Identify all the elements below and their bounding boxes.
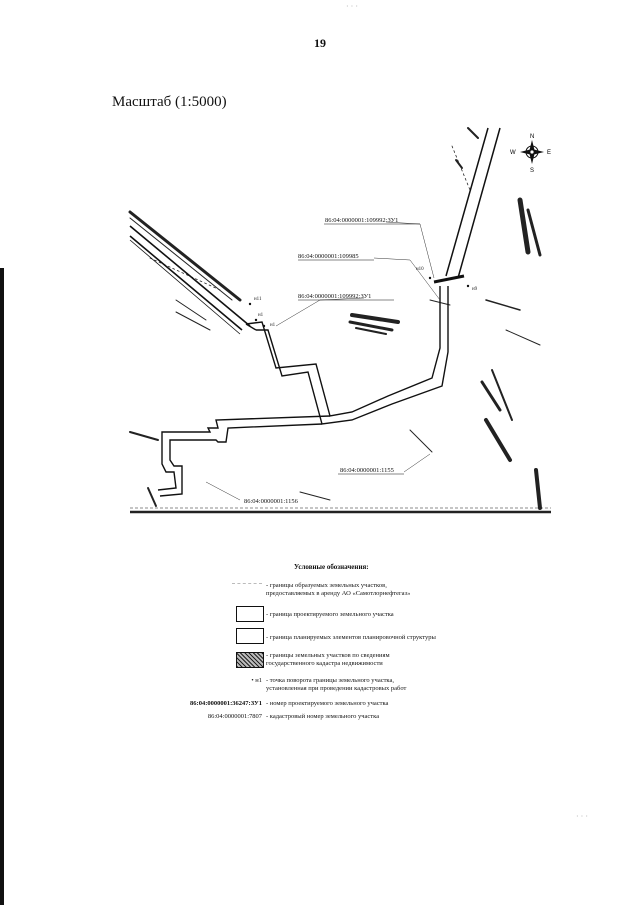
compass-w: W bbox=[510, 150, 516, 156]
pipeline-corridor bbox=[129, 225, 251, 335]
legend-symbol-project-number: 86:04:0000001:36247:ЗУ1 bbox=[190, 700, 262, 707]
compass-n: N bbox=[530, 134, 534, 140]
turning-point-label: н1 bbox=[270, 323, 276, 328]
map-scale-label: Масштаб (1:5000) bbox=[112, 94, 227, 110]
turning-point-label: н10 bbox=[416, 267, 424, 272]
parcel-label-mid: 86:04:0000001:109985 bbox=[298, 253, 359, 260]
compass-rose-icon: N S W E bbox=[510, 134, 551, 174]
turning-point-label: н1 bbox=[258, 313, 264, 318]
box-icon bbox=[236, 628, 264, 644]
turning-point-marker bbox=[248, 302, 252, 306]
turning-point-marker bbox=[254, 318, 258, 322]
parcel-label-left: 86:04:0000001:109992:ЗУ1 bbox=[298, 293, 371, 300]
scan-speck: · · · bbox=[346, 2, 358, 11]
box-icon bbox=[236, 606, 264, 622]
legend-title: Условные обозначения: bbox=[294, 563, 369, 571]
legend-symbol-point: • н1 bbox=[251, 677, 262, 684]
compass-e: E bbox=[547, 150, 551, 156]
road-corridor bbox=[445, 127, 501, 279]
legend-item-text: - границы образуемых земельных участков,… bbox=[266, 582, 411, 597]
turning-point-label: н9 bbox=[472, 287, 478, 292]
parcel-boundary-thick bbox=[433, 274, 465, 284]
label-leader-lines bbox=[205, 221, 441, 501]
turning-point-marker bbox=[262, 324, 266, 328]
raster-background-noise bbox=[128, 127, 542, 510]
legend-item-text: - границы земельных участков по сведения… bbox=[266, 652, 390, 667]
page-number: 19 bbox=[314, 36, 326, 50]
compass-s: S bbox=[530, 168, 534, 174]
parcel-label-top: 86:04:0000001:109992:ЗУ1 bbox=[325, 217, 398, 224]
scan-speck: · · · bbox=[576, 812, 588, 821]
legend-item-text: - точка поворота границы земельного учас… bbox=[266, 677, 407, 692]
legend-symbol-cadastral-number: 86:04:0000001:7807 bbox=[207, 713, 262, 720]
parcel-label-bottom-right: 86:04:0000001:1155 bbox=[340, 467, 394, 474]
parcel-label-bottom-left: 86:04:0000001:1156 bbox=[244, 498, 299, 505]
scan-edge-bar bbox=[0, 268, 4, 905]
legend-item-text: - граница планируемых элементов планиров… bbox=[266, 634, 436, 641]
legend-item-text: - граница проектируемого земельного учас… bbox=[266, 611, 394, 618]
dashed-line-icon bbox=[232, 583, 262, 586]
legend-item-text: - номер проектируемого земельного участк… bbox=[266, 700, 389, 707]
turning-point-marker bbox=[428, 276, 432, 280]
legend-item-text: - кадастровый номер земельного участка bbox=[266, 713, 380, 720]
turning-point-label: н11 bbox=[254, 297, 262, 302]
hatched-box-icon bbox=[236, 652, 264, 668]
turning-point-marker bbox=[466, 284, 470, 288]
projected-land-plot bbox=[157, 286, 449, 497]
turning-points: н10 н9 н1 н1 н11 bbox=[248, 267, 478, 328]
